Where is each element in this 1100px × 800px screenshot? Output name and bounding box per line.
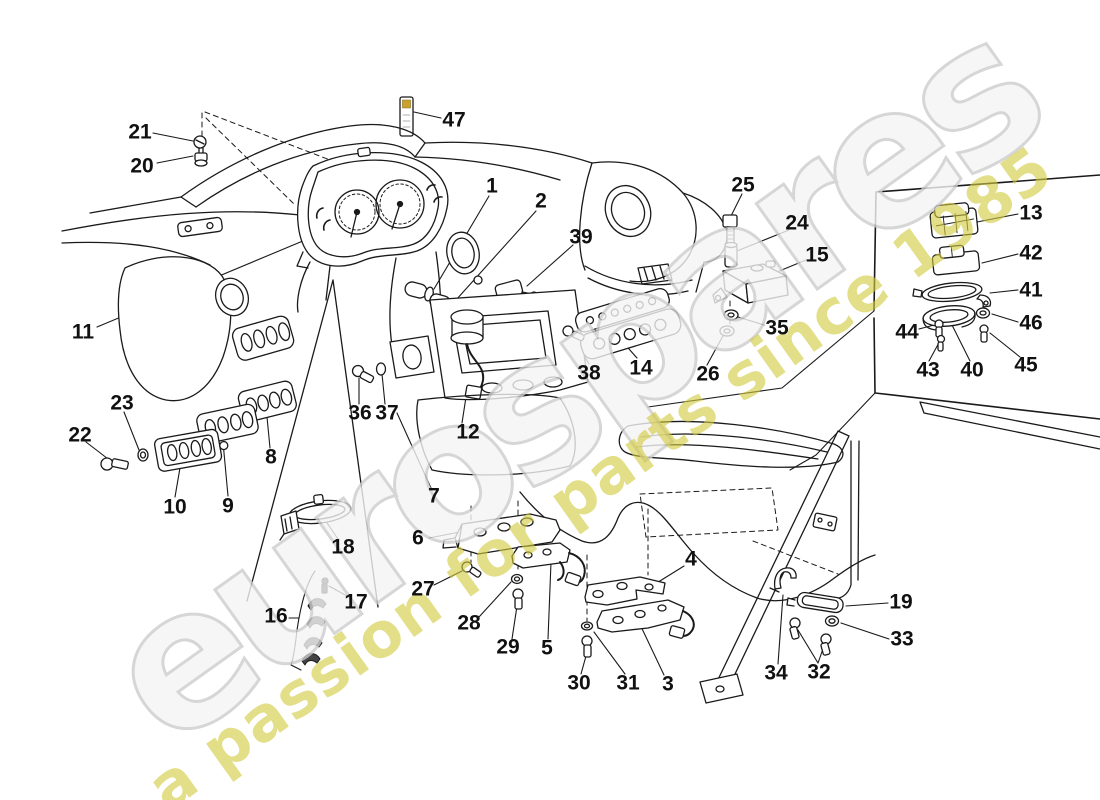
clips-16 — [301, 598, 327, 666]
part-number-label-22: 22 — [68, 423, 92, 447]
bracket-16 — [288, 570, 316, 671]
part-number-label-18: 18 — [331, 535, 355, 559]
a-pillar-frame — [699, 401, 1100, 704]
inset-box — [647, 174, 1100, 471]
plate-4 — [584, 576, 666, 606]
clip-34 — [773, 567, 797, 590]
gasket-41 — [912, 281, 992, 308]
part-number-label-32: 32 — [807, 660, 831, 684]
part-number-label-26: 26 — [696, 362, 720, 386]
pointer-wedge — [246, 279, 379, 608]
part-number-label-37: 37 — [375, 401, 399, 425]
part-number-label-39: 39 — [569, 225, 593, 249]
part-number-label-20: 20 — [130, 154, 154, 178]
part-number-label-11: 11 — [71, 320, 95, 344]
part-number-label-47: 47 — [442, 108, 466, 132]
plate-5 — [511, 542, 586, 587]
dashboard-hood — [61, 123, 426, 266]
radio-14 — [574, 287, 682, 360]
part-number-label-46: 46 — [1019, 311, 1043, 335]
part-number-label-12: 12 — [456, 420, 480, 444]
part-number-label-44: 44 — [895, 320, 919, 344]
spacer-24 — [724, 241, 738, 268]
part-number-label-33: 33 — [890, 627, 914, 651]
part-number-label-14: 14 — [629, 356, 653, 380]
screw-30 — [581, 635, 593, 658]
screw-43 — [936, 334, 946, 352]
center-console — [351, 289, 589, 476]
clamp-ring-18 — [279, 493, 352, 541]
part-number-label-6: 6 — [412, 526, 424, 550]
plate-3 — [596, 599, 695, 639]
part-number-label-16: 16 — [264, 604, 288, 628]
passenger-dash-panel — [414, 141, 728, 296]
part-number-label-2: 2 — [535, 189, 547, 213]
speedometer-gauge — [334, 189, 380, 238]
part-number-label-23: 23 — [110, 391, 134, 415]
screw-22 — [100, 457, 129, 471]
part-number-label-24: 24 — [785, 211, 809, 235]
part-number-label-10: 10 — [163, 495, 187, 519]
part-number-label-1: 1 — [486, 174, 498, 198]
washer-23 — [137, 448, 149, 462]
inset-parts — [912, 202, 992, 352]
part-number-label-41: 41 — [1019, 278, 1043, 302]
screw-44 — [934, 319, 944, 338]
part-number-label-29: 29 — [496, 635, 520, 659]
screw-29 — [512, 588, 524, 610]
mounting-plates — [442, 513, 695, 658]
radio-and-relay-parts — [562, 214, 789, 360]
part-number-label-40: 40 — [960, 358, 984, 382]
switch-42 — [931, 244, 981, 276]
part-number-label-45: 45 — [1014, 353, 1038, 377]
part-number-label-8: 8 — [265, 445, 277, 469]
part-number-label-34: 34 — [764, 661, 788, 685]
washer-37 — [375, 362, 387, 376]
lamp-19 — [796, 591, 844, 614]
screw-17 — [321, 577, 329, 594]
part-number-label-31: 31 — [616, 671, 640, 695]
part-number-label-5: 5 — [541, 636, 553, 660]
part-number-label-7: 7 — [428, 484, 440, 508]
part-number-label-27: 27 — [411, 577, 435, 601]
part-number-label-3: 3 — [662, 672, 674, 696]
part-number-label-19: 19 — [889, 590, 913, 614]
plate-6 — [442, 513, 561, 555]
part-number-label-17: 17 — [344, 590, 368, 614]
part-number-label-15: 15 — [805, 243, 829, 267]
vent-10 — [153, 428, 229, 472]
screw-45 — [979, 324, 989, 343]
part-number-label-4: 4 — [685, 547, 697, 571]
vent-on-panel — [231, 315, 295, 361]
part-number-label-30: 30 — [567, 671, 591, 695]
part-number-label-25: 25 — [731, 173, 755, 197]
screws-32 — [789, 617, 832, 656]
part-number-label-35: 35 — [765, 316, 789, 340]
part-number-label-36: 36 — [348, 401, 372, 425]
part-number-label-13: 13 — [1019, 201, 1043, 225]
tachometer-gauge — [375, 179, 425, 230]
driver-side-panel — [100, 256, 297, 472]
screw-and-nut-21-20 — [193, 135, 208, 167]
part-number-label-21: 21 — [128, 120, 152, 144]
switch-13 — [929, 202, 979, 239]
tunnel-console — [519, 420, 876, 602]
instrument-cluster — [296, 146, 449, 346]
bolt-25 — [722, 214, 738, 244]
part-number-label-43: 43 — [916, 358, 940, 382]
part-number-label-9: 9 — [222, 494, 234, 518]
screw-27 — [461, 561, 482, 578]
torn-edge — [519, 491, 876, 602]
bracket-36-37 — [351, 335, 435, 384]
part-number-label-38: 38 — [577, 361, 601, 385]
relay-box-15 — [712, 260, 789, 304]
label-strip-47 — [399, 96, 414, 137]
part-number-label-42: 42 — [1019, 241, 1043, 265]
screw-38 — [562, 325, 585, 342]
lamp-and-fasteners — [769, 567, 844, 656]
part-number-label-28: 28 — [457, 611, 481, 635]
